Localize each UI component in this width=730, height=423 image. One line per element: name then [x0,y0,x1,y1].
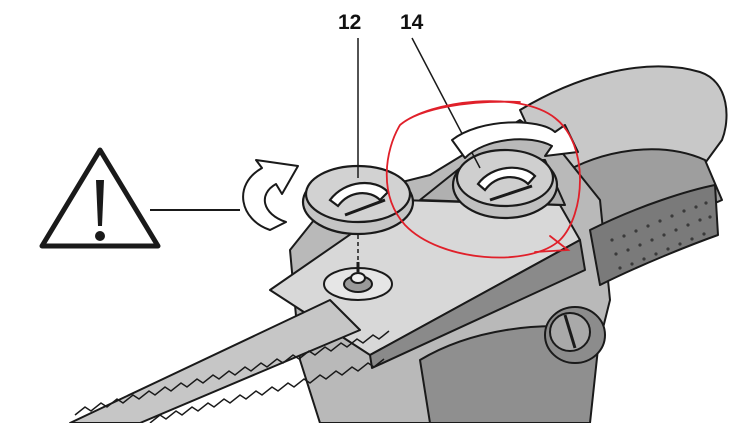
cap-14 [453,150,557,218]
callout-label-14: 14 [400,12,423,33]
rotate-ccw-arrow-icon [243,160,298,230]
warning-triangle-icon [42,150,158,246]
callout-label-12: 12 [338,12,361,33]
tension-knob [545,307,605,363]
